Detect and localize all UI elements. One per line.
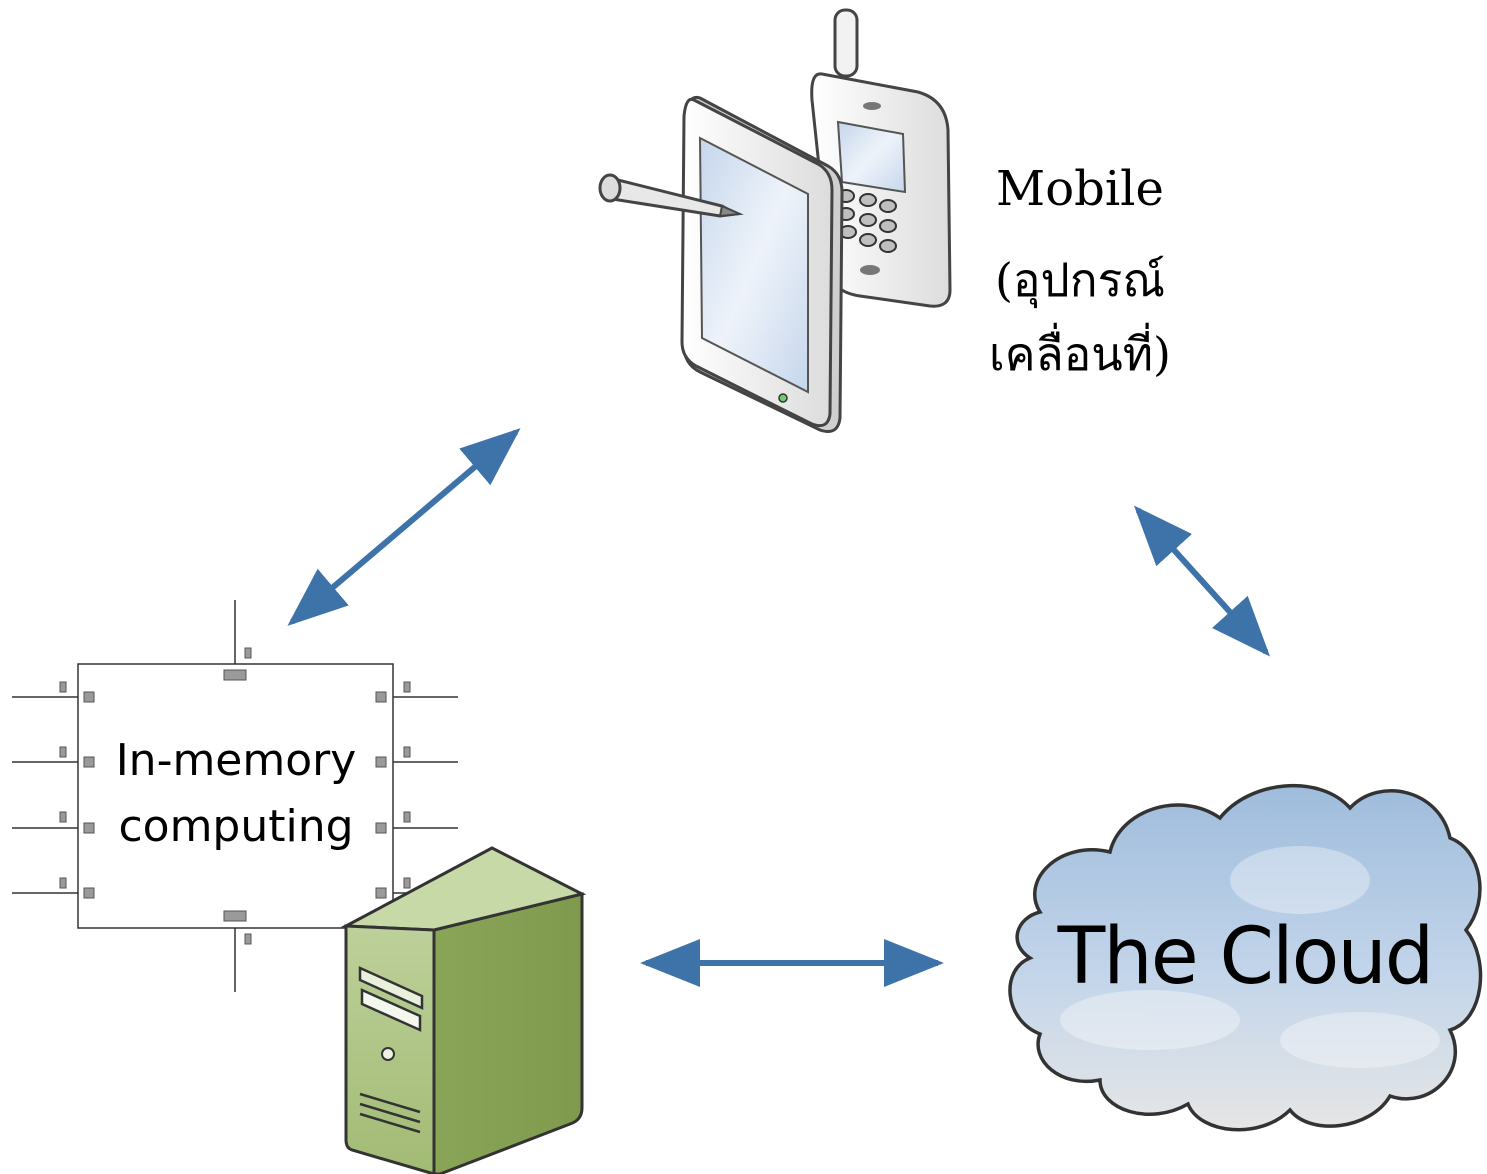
chip-label-line2: computing — [118, 801, 354, 852]
cell-phone-icon — [810, 8, 952, 308]
cloud-label: The Cloud — [1057, 912, 1435, 1002]
mobile-title: Mobile — [996, 161, 1164, 217]
arrow-mobile-cloud — [1133, 505, 1271, 657]
chip-label-line1: In-memory — [115, 735, 357, 786]
arrows — [287, 428, 1271, 987]
chip-label: In-memory computing — [80, 728, 392, 860]
mobile-subtitle-line1: (อุปกรณ์ — [994, 253, 1165, 307]
mobile-label: Mobile (อุปกรณ์ เคลื่อนที่) — [960, 165, 1200, 377]
mobile-subtitle-line2: เคลื่อนที่) — [988, 327, 1172, 381]
cloud-icon — [1008, 783, 1483, 1132]
memory-chip-icon — [12, 600, 458, 992]
arrow-mobile-chip — [287, 428, 521, 626]
tablet-icon — [598, 95, 844, 433]
server-tower-icon — [340, 846, 587, 1174]
